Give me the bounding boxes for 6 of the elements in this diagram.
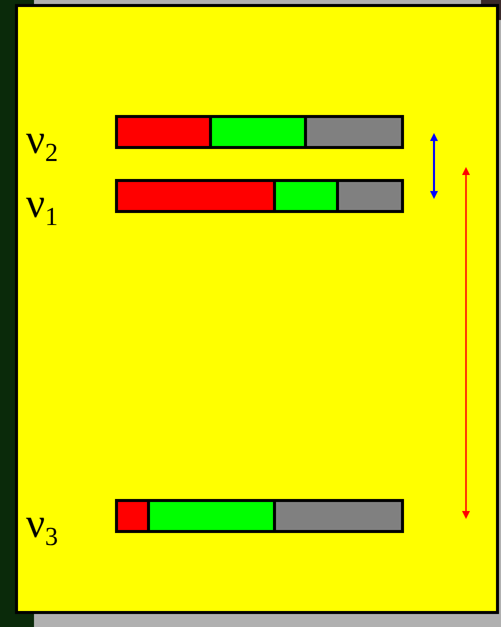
stacked-bar xyxy=(115,499,404,533)
frequency-label: ν$_{1}$ xyxy=(26,183,58,230)
stacked-bar xyxy=(115,179,404,213)
stacked-bar xyxy=(115,115,404,149)
frequency-label: ν$_{3}$ xyxy=(26,503,58,550)
frequency-label: ν$_{2}$ xyxy=(26,119,58,166)
